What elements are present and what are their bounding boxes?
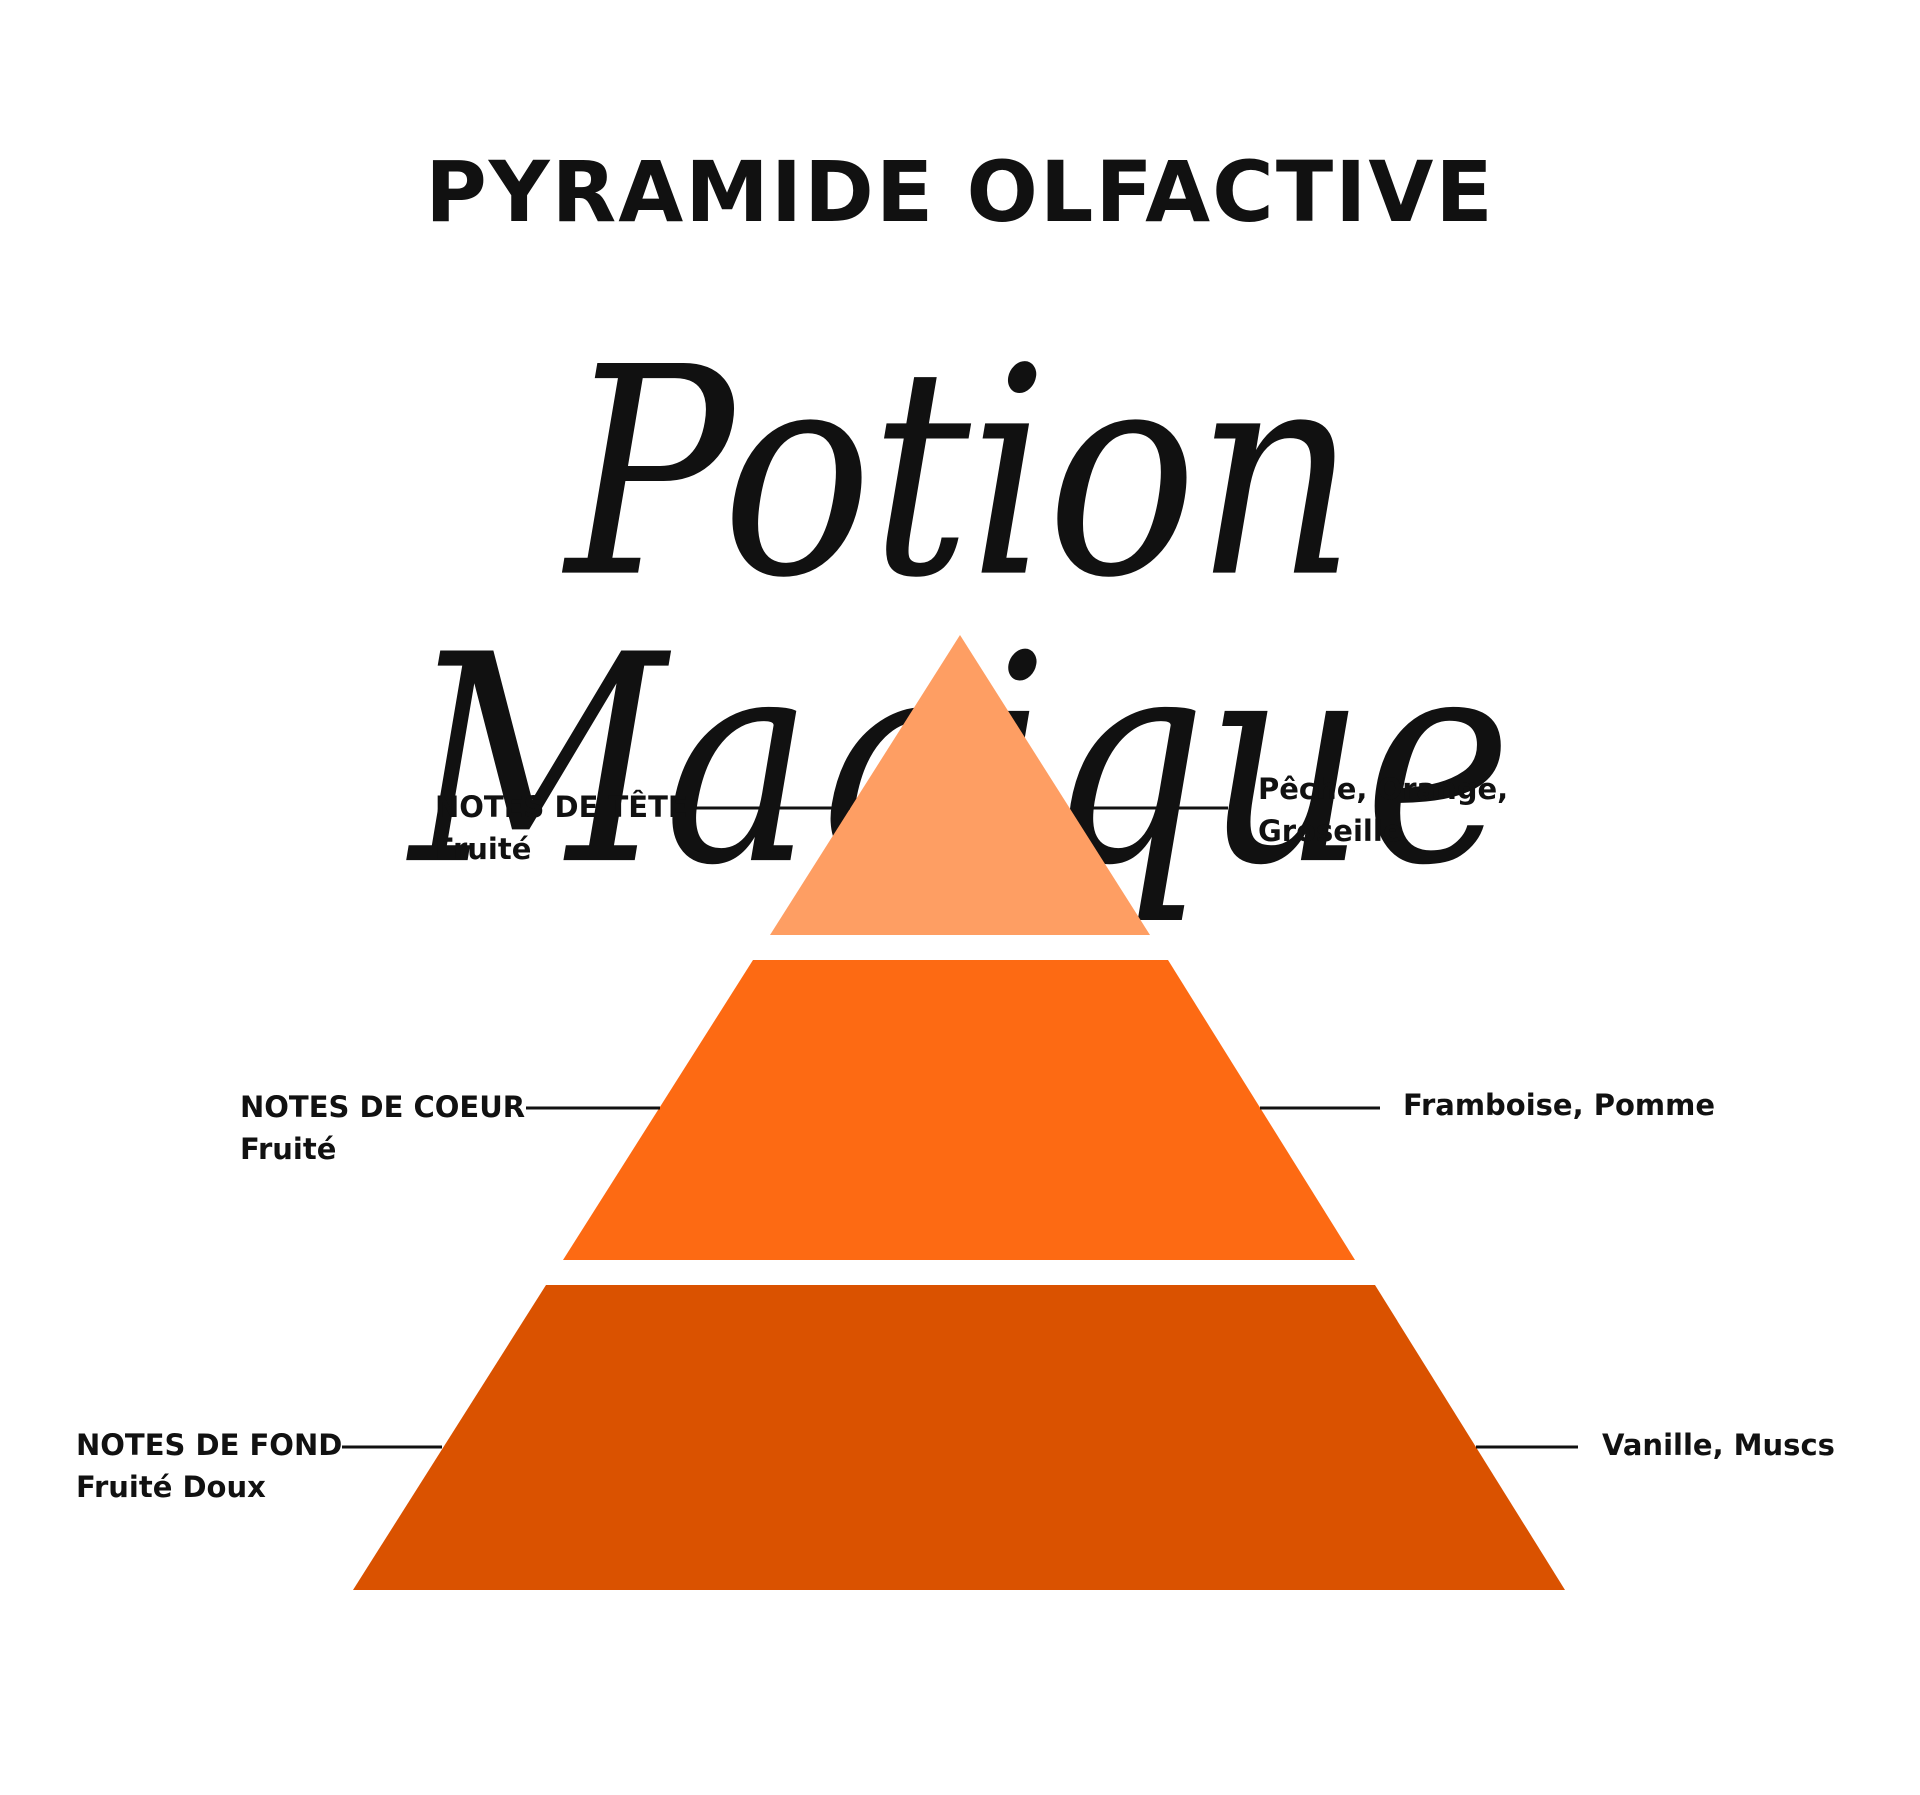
top-notes-title: NOTES DE TÊTE — [435, 790, 688, 824]
product-name: Potion Magique — [410, 305, 1512, 904]
heart-notes-ingredients: Framboise, Pomme — [1403, 1084, 1715, 1126]
pyramid-tier-base — [353, 1285, 1565, 1590]
heart-notes-family: Fruité — [240, 1132, 337, 1166]
base-notes-title: NOTES DE FOND — [76, 1428, 343, 1462]
top-notes-ingredients-line2: Groseille — [1258, 814, 1403, 848]
heart-notes-title: NOTES DE COEUR — [240, 1090, 526, 1124]
pyramid-tier-top — [770, 635, 1150, 935]
base-notes-label: NOTES DE FOND Fruité Doux — [76, 1424, 342, 1508]
base-notes-family: Fruité Doux — [76, 1470, 266, 1504]
top-notes-ingredients: Pêche, Orange, Groseille — [1258, 768, 1508, 852]
pyramid-tier-middle — [563, 960, 1355, 1260]
heart-notes-label: NOTES DE COEUR Fruité — [240, 1086, 525, 1170]
top-notes-ingredients-line1: Pêche, Orange, — [1258, 772, 1509, 806]
heart-notes-ingredients-line1: Framboise, Pomme — [1403, 1088, 1715, 1122]
base-notes-ingredients: Vanille, Muscs — [1602, 1424, 1835, 1466]
top-notes-family: Fruité — [435, 832, 532, 866]
top-notes-label: NOTES DE TÊTE Fruité — [435, 786, 688, 870]
page-heading: PYRAMIDE OLFACTIVE — [425, 143, 1495, 241]
base-notes-ingredients-line1: Vanille, Muscs — [1602, 1428, 1835, 1462]
